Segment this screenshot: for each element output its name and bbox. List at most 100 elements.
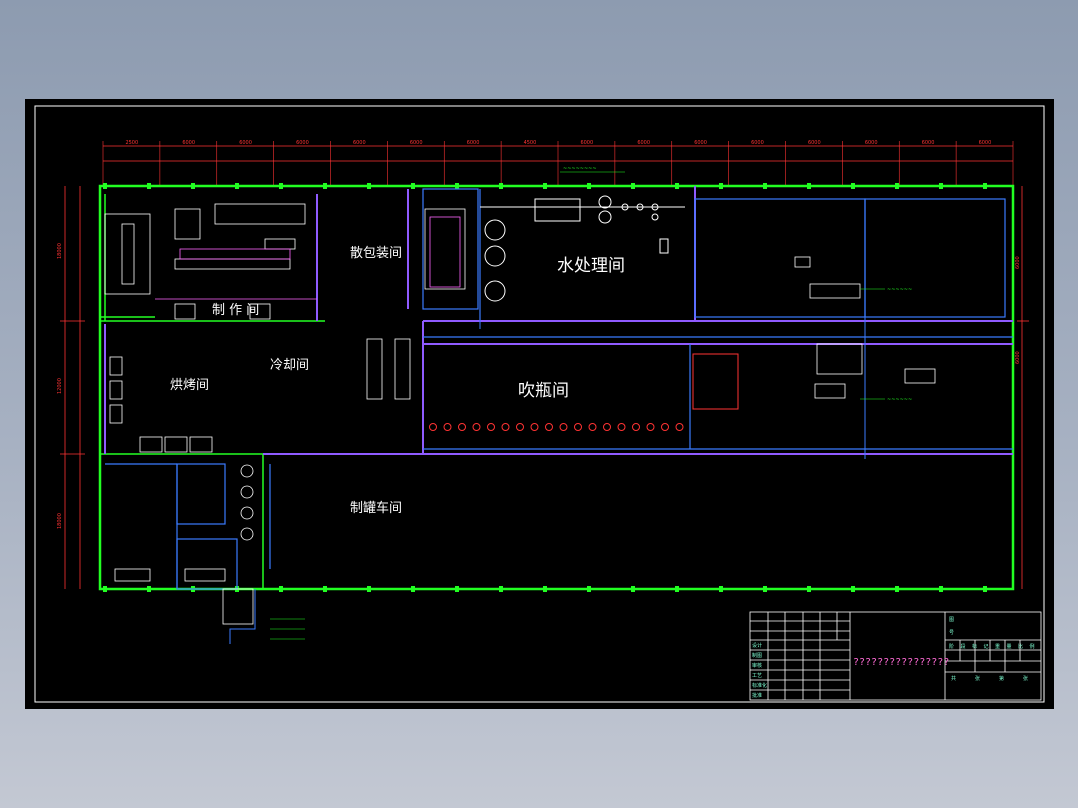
inner-walls-blue: [105, 188, 1013, 590]
column-mark: [543, 586, 547, 592]
mould: [617, 423, 626, 431]
mould: [516, 423, 524, 431]
column-mark: [631, 183, 635, 189]
mould: [661, 423, 669, 431]
left-dimension-chain: [60, 186, 85, 589]
partitions: [104, 186, 1013, 455]
dimension-label: 4500: [524, 140, 537, 146]
column-mark: [895, 183, 899, 189]
column-mark: [499, 586, 503, 592]
column-mark: [675, 183, 679, 189]
tb-grid-header: 标: [972, 643, 977, 650]
room-blow-bottle: 吹瓶间: [518, 381, 569, 401]
annotation-lines: [270, 171, 885, 640]
column-mark: [367, 586, 371, 592]
dimension-label: 6000: [353, 140, 366, 146]
tb-left-label: 制图: [752, 652, 762, 659]
mould: [559, 423, 568, 431]
mould: [675, 423, 684, 431]
tb-left-label: 标准化: [752, 682, 767, 689]
dimension-label: 6000: [865, 140, 878, 146]
mould: [530, 423, 539, 431]
title-block-grid-headers: 阶段标记重量比例: [949, 643, 1035, 650]
column-mark: [455, 586, 459, 592]
column-mark: [367, 183, 371, 189]
column-mark: [983, 586, 987, 592]
tb-grid-header: 重: [995, 643, 1000, 650]
column-mark: [939, 586, 943, 592]
dimension-label: 6000: [979, 140, 992, 146]
tb-drawing-no-1: 图: [949, 617, 954, 623]
pipelines: [229, 299, 866, 644]
room-baking: 烘烤间: [170, 378, 209, 393]
dimension-label: 6000: [182, 140, 195, 146]
room-water-treatment: 水处理间: [557, 256, 625, 276]
dimension-label: 6000: [694, 140, 707, 146]
column-mark: [675, 586, 679, 592]
room-bulk-packing: 散包装间: [350, 246, 402, 261]
tb-grid-header: 例: [1030, 643, 1035, 650]
dimension-label: 6000: [467, 140, 480, 146]
left-dim-3: 18000: [57, 513, 63, 529]
column-mark: [147, 586, 151, 592]
column-mark: [763, 586, 767, 592]
mould: [458, 423, 466, 431]
column-mark: [411, 586, 415, 592]
production-equipment: [104, 203, 466, 453]
tb-bottom-label: 张: [1023, 675, 1028, 682]
mould: [501, 423, 510, 431]
drawing-title: ????????????????: [853, 657, 949, 668]
column-mark: [983, 183, 987, 189]
dimension-label: 6000: [637, 140, 650, 146]
column-mark: [103, 183, 107, 189]
mould: [429, 423, 437, 431]
mould: [472, 423, 481, 431]
column-mark: [103, 586, 107, 592]
title-block-bottom-labels: 共张第张: [951, 675, 1028, 682]
column-mark: [455, 183, 459, 189]
column-mark: [587, 586, 591, 592]
column-mark: [147, 183, 151, 189]
column-mark: [279, 183, 283, 189]
dimension-label: 6000: [808, 140, 821, 146]
room-production: 制 作 间: [212, 303, 259, 318]
dimension-label: 6000: [922, 140, 935, 146]
tb-left-label: 设计: [752, 642, 762, 649]
dimension-label: 6000: [580, 140, 593, 146]
mould: [443, 423, 452, 431]
tb-left-label: 审核: [752, 662, 762, 669]
column-mark: [851, 586, 855, 592]
right-dim-2: 6000: [1015, 351, 1021, 364]
mould: [574, 423, 582, 431]
column-mark: [939, 183, 943, 189]
mould: [646, 423, 655, 431]
column-mark: [631, 586, 635, 592]
column-mark: [411, 183, 415, 189]
blow-moulds: [429, 423, 684, 431]
tb-grid-header: 记: [984, 643, 989, 650]
annotation-air-1: ~~~~~~: [887, 287, 912, 293]
mould: [632, 423, 640, 431]
column-marks-top: [103, 183, 987, 189]
column-mark: [587, 183, 591, 189]
column-mark: [895, 586, 899, 592]
mould: [545, 423, 553, 431]
tb-grid-header: 量: [1007, 643, 1012, 650]
tb-left-label: 批准: [752, 692, 762, 699]
dimension-label: 6000: [410, 140, 423, 146]
column-mark: [279, 586, 283, 592]
right-dimension-chain: [1017, 186, 1029, 589]
column-mark: [323, 586, 327, 592]
column-mark: [807, 183, 811, 189]
column-mark: [499, 183, 503, 189]
can-workshop-equipment: [114, 464, 254, 625]
column-mark: [191, 183, 195, 189]
column-mark: [763, 183, 767, 189]
tb-bottom-label: 共: [951, 675, 956, 682]
title-block: [749, 611, 1042, 701]
column-mark: [543, 183, 547, 189]
right-dim-1: 6000: [1015, 256, 1021, 269]
dimension-ticks: [102, 141, 1014, 186]
annotation-water-1: ~~~~~~~~: [563, 166, 597, 172]
